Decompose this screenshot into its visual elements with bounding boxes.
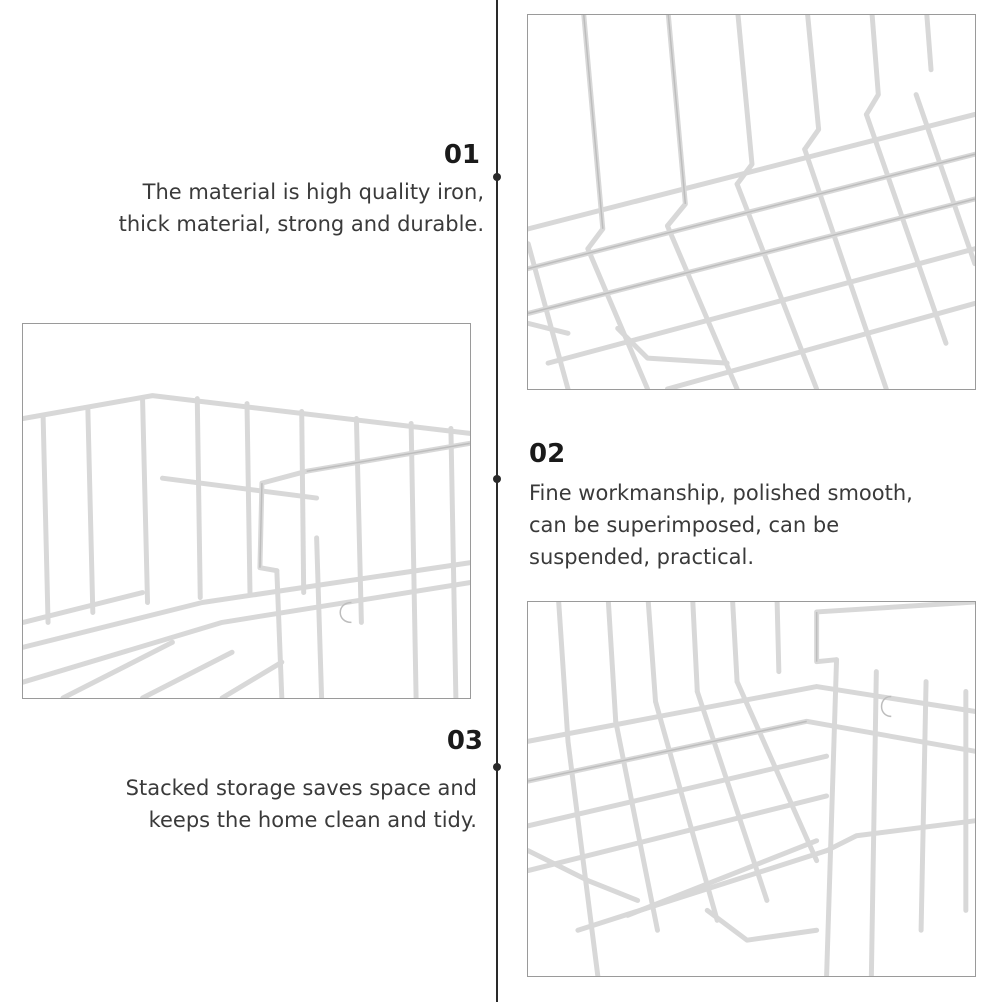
timeline-dot-2 (493, 475, 501, 483)
timeline-dot-3 (493, 763, 501, 771)
feature-2-line-3: suspended, practical. (529, 545, 755, 569)
feature-number-1: 01 (443, 140, 480, 170)
feature-3-line-2: keeps the home clean and tidy. (148, 808, 477, 832)
wire-basket-closeup-drawing (528, 15, 975, 389)
wire-basket-closeup-photo (527, 14, 976, 390)
feature-1-line-1: The material is high quality iron, (142, 180, 484, 204)
timeline-dot-1 (493, 173, 501, 181)
wire-basket-side-drawing (23, 393, 470, 698)
feature-description-3: Stacked storage saves space and keeps th… (126, 772, 477, 836)
feature-1-line-2: thick material, strong and durable. (118, 212, 484, 236)
feature-2-line-2: can be superimposed, can be (529, 513, 840, 537)
feature-description-2: Fine workmanship, polished smooth, can b… (529, 477, 913, 573)
wire-basket-side-photo (22, 323, 471, 699)
feature-3-line-1: Stacked storage saves space and (125, 776, 477, 800)
feature-description-1: The material is high quality iron, thick… (119, 176, 484, 240)
wire-basket-stacked-photo (527, 601, 976, 977)
wire-basket-stacked-drawing (528, 602, 975, 976)
center-timeline (496, 0, 498, 1002)
feature-2-line-1: Fine workmanship, polished smooth, (529, 481, 913, 505)
feature-number-2: 02 (529, 439, 566, 469)
feature-number-3: 03 (446, 726, 483, 756)
